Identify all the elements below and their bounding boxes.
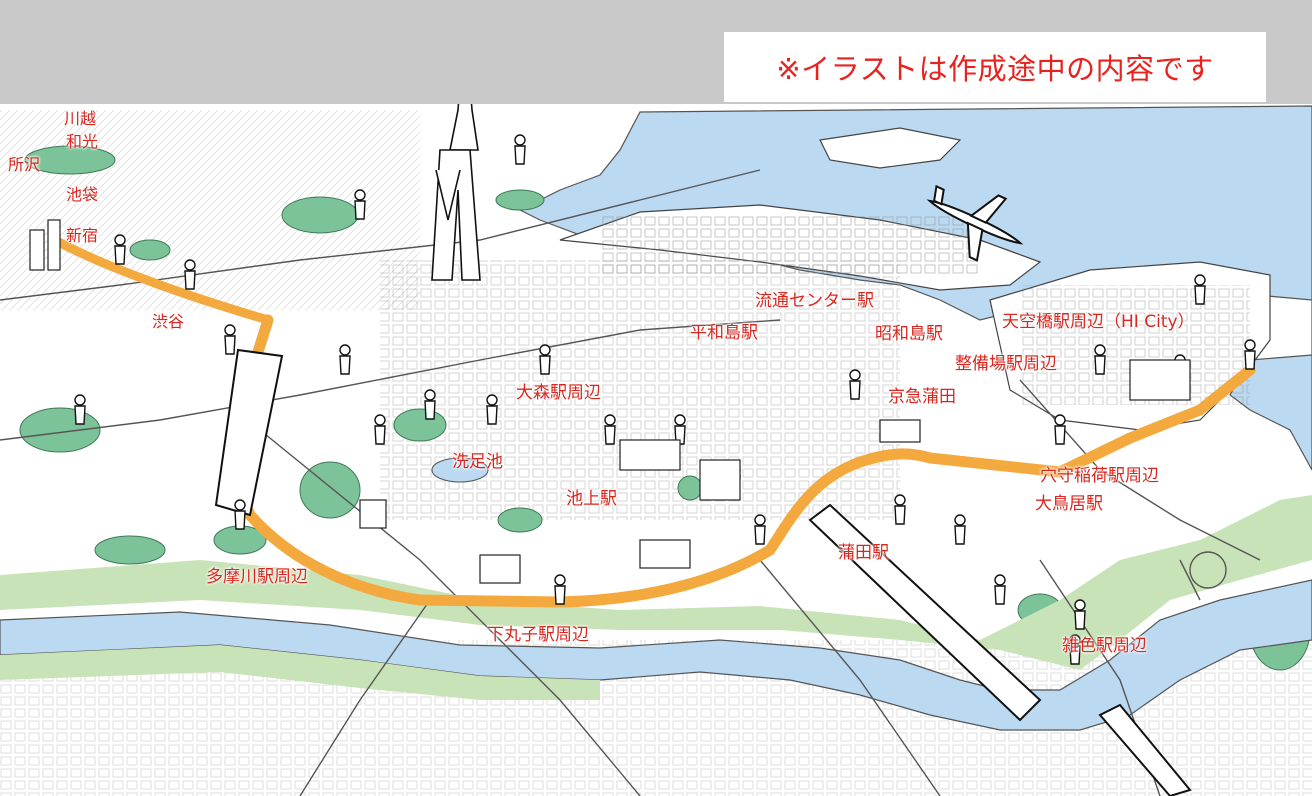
buildings — [29, 219, 1191, 584]
tower-icon — [431, 19, 481, 281]
riverbank-north — [0, 495, 1312, 670]
label-anamori-inari: 穴守稲荷駅周辺 — [1040, 466, 1159, 486]
riverbank-south — [0, 645, 600, 700]
senzoku-pond — [431, 457, 489, 483]
label-ikegami: 池上駅 — [566, 489, 617, 509]
label-omori: 大森駅周辺 — [516, 383, 601, 403]
label-otorii: 大鳥居駅 — [1035, 494, 1103, 514]
label-kamata: 蒲田駅 — [838, 543, 889, 563]
label-zoshiki: 雑色駅周辺 — [1062, 636, 1147, 656]
work-in-progress-notice: ※イラストは作成途中の内容です — [724, 32, 1266, 102]
label-shinjuku: 新宿 — [66, 226, 99, 245]
label-tokorozawa: 所沢 — [8, 155, 41, 174]
label-seibijo: 整備場駅周辺 — [955, 354, 1057, 374]
label-shimomaruko: 下丸子駅周辺 — [487, 625, 589, 645]
label-tenkubashi: 天空橋駅周辺（HI City） — [1002, 312, 1195, 332]
label-ryutsu-center: 流通センター駅 — [755, 291, 874, 311]
label-keikyu-kamata: 京急蒲田 — [888, 387, 956, 407]
label-ikebukuro: 池袋 — [66, 185, 99, 204]
label-tamagawa: 多摩川駅周辺 — [206, 567, 308, 587]
label-wako: 和光 — [66, 132, 99, 151]
label-showajima: 昭和島駅 — [875, 324, 943, 344]
label-shibuya: 渋谷 — [152, 312, 185, 331]
label-heiwajima: 平和島駅 — [690, 323, 758, 343]
people-figures — [74, 134, 1256, 665]
airplane-icon — [926, 184, 1024, 262]
label-kawagoe: 川越 — [64, 109, 97, 128]
train-icon — [214, 348, 1192, 796]
reclaimed-island-2 — [819, 127, 962, 169]
label-senzokuike: 洗足池 — [452, 452, 503, 472]
